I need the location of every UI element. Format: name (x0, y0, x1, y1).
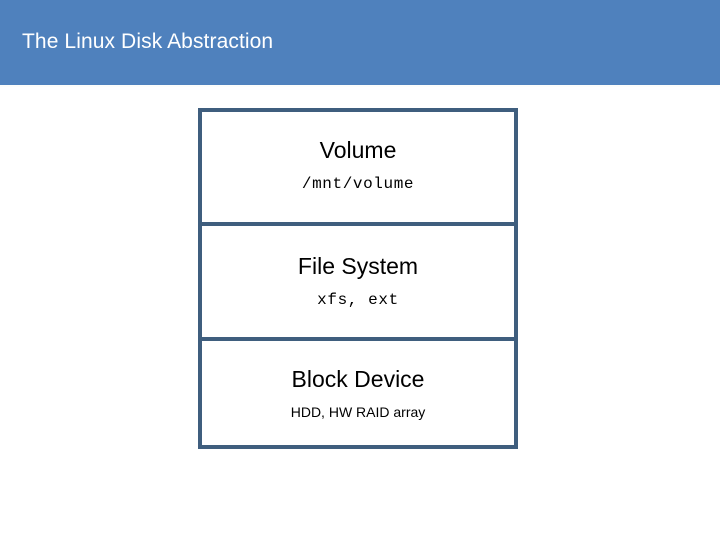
header-divider (0, 85, 720, 87)
stack-layer-block-device-subtitle: HDD, HW RAID array (290, 404, 426, 420)
stack-layer-file-system-content: File System xfs, ext (298, 252, 418, 310)
stack-layer-block-device: Block Device HDD, HW RAID array (202, 341, 514, 445)
disk-abstraction-stack-diagram: Volume /mnt/volume File System xfs, ext … (198, 108, 518, 449)
stack-layer-block-device-title: Block Device (291, 366, 425, 392)
stack-layer-volume-title: Volume (319, 137, 397, 163)
stack-layer-volume-subtitle: /mnt/volume (301, 175, 415, 193)
stack-layer-file-system-title: File System (297, 252, 419, 279)
slide-header-banner: The Linux Disk Abstraction (0, 0, 720, 85)
stack-layer-file-system-subtitle: xfs, ext (317, 290, 399, 309)
stack-layer-volume-content: Volume /mnt/volume (302, 136, 414, 194)
stack-layer-block-device-content: Block Device HDD, HW RAID array (291, 365, 426, 421)
stack-layer-file-system: File System xfs, ext (202, 226, 514, 341)
stack-layer-volume: Volume /mnt/volume (202, 112, 514, 226)
page-title: The Linux Disk Abstraction (22, 30, 274, 53)
